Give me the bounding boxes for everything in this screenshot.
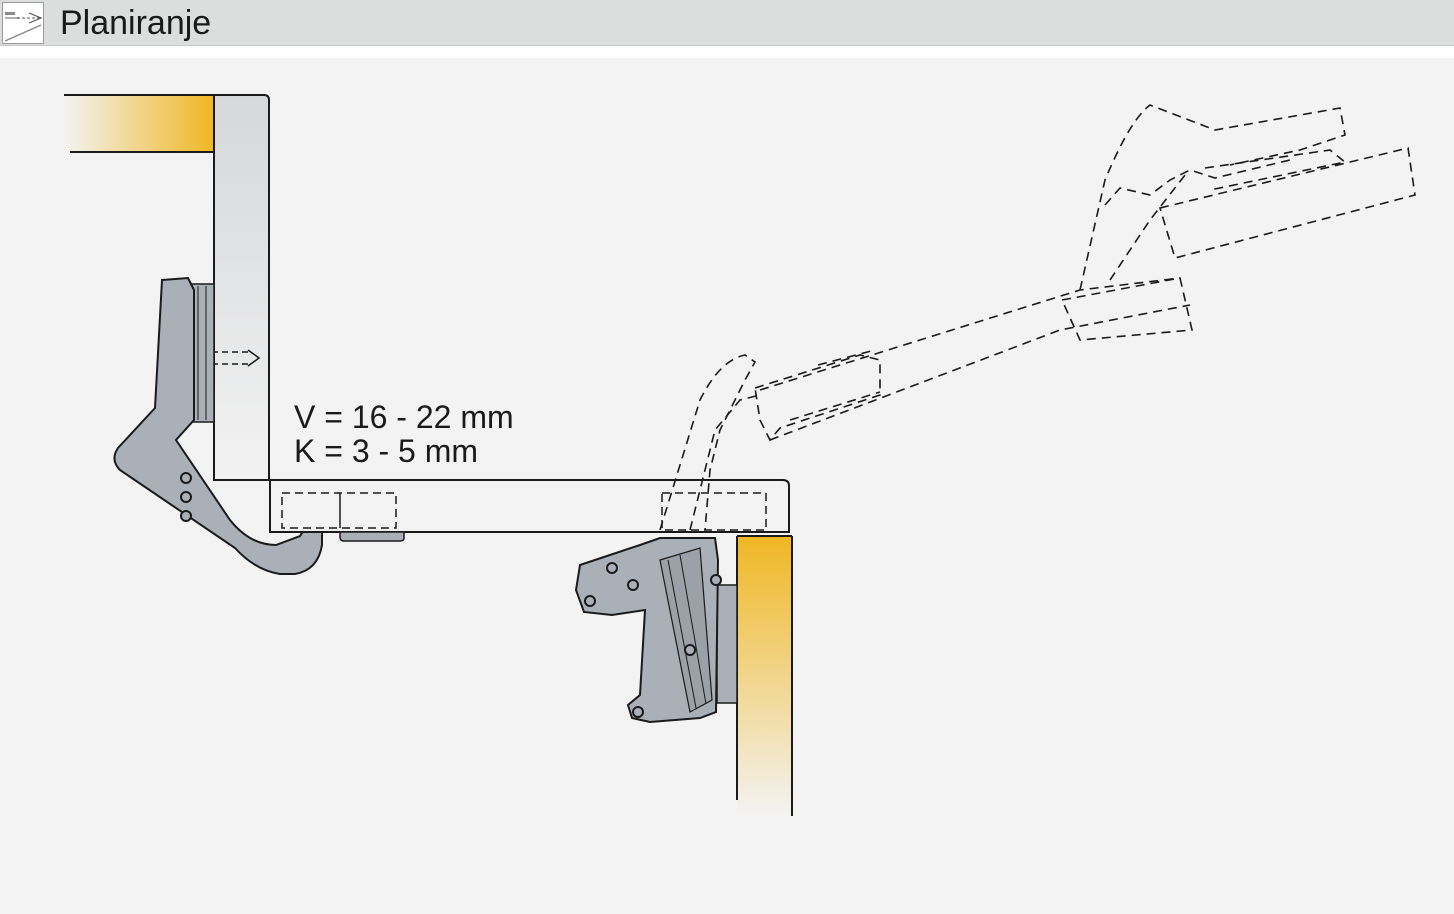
header-bar: Planiranje: [0, 0, 1454, 46]
flap-door-closed: [269, 479, 790, 542]
page-title: Planiranje: [60, 4, 212, 42]
mounting-screw: [212, 349, 261, 367]
planning-ruler-icon: [2, 2, 44, 44]
dimension-k-label: K = 3 - 5 mm: [294, 433, 478, 469]
lift-mechanism-right: [574, 537, 738, 724]
flap-open-position-2: [1060, 104, 1416, 341]
dimension-v-label: V = 16 - 22 mm: [294, 399, 514, 435]
cabinet-top-panel: [64, 94, 214, 153]
lift-mechanism-closed: [113, 276, 323, 575]
cabinet-right-panel: [736, 535, 793, 816]
cabinet-side-panel: [213, 94, 270, 481]
